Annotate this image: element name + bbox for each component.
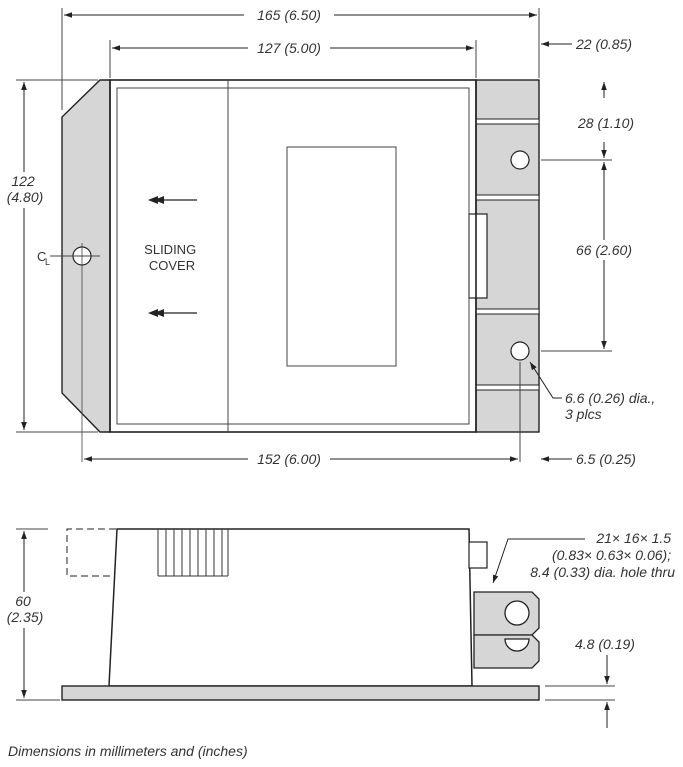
vent-slots bbox=[157, 529, 229, 577]
slide-arrow-lower bbox=[148, 309, 197, 317]
display-window bbox=[286, 146, 397, 367]
sliding-cover-label: SLIDING COVER bbox=[144, 242, 200, 273]
overall-length-label: 165 (6.50) bbox=[257, 7, 321, 23]
hole-span-label: 152 (6.00) bbox=[257, 451, 321, 467]
cover-dashed-outline bbox=[66, 528, 116, 577]
side-height-label: 60 (2.35) bbox=[7, 593, 44, 625]
terminal-note-leader bbox=[492, 538, 585, 584]
base-plate bbox=[61, 685, 540, 701]
height-label: 122 (4.80) bbox=[7, 173, 44, 205]
hole-note: 6.6 (0.26) dia., 3 plcs bbox=[565, 390, 659, 422]
hole-edge-label: 6.5 (0.25) bbox=[576, 451, 636, 467]
centerline-symbol: C bbox=[37, 249, 46, 264]
top-view: C L SLIDING COVER 165 (6.50) 127 (5.00) bbox=[4, 6, 659, 468]
terminal-note: 21× 16× 1.5 (0.83× 0.63× 0.06); 8.4 (0.3… bbox=[530, 530, 675, 580]
main-body bbox=[109, 79, 477, 433]
side-body bbox=[108, 528, 473, 687]
base-thickness-label: 4.8 (0.19) bbox=[575, 636, 635, 652]
slide-arrow-upper bbox=[148, 196, 197, 204]
sliding-cover bbox=[116, 87, 470, 425]
terminal-top-label: 28 (1.10) bbox=[577, 115, 634, 131]
top-terminal-hole bbox=[510, 150, 530, 170]
terminal-offset-label: 22 (0.85) bbox=[575, 36, 632, 52]
side-connector bbox=[468, 541, 488, 569]
units-caption: Dimensions in millimeters and (inches) bbox=[8, 743, 248, 759]
hole-spacing-label: 66 (2.60) bbox=[576, 242, 632, 258]
connector-notch bbox=[468, 213, 488, 299]
body-length-label: 127 (5.00) bbox=[257, 40, 321, 56]
centerline-subscript: L bbox=[45, 257, 50, 267]
bottom-terminal-hole bbox=[510, 341, 530, 361]
side-view: 60 (2.35) 21× 16× 1.5 (0.83× 0.63× 0.06)… bbox=[4, 528, 675, 728]
hole-note-leader bbox=[529, 361, 562, 399]
